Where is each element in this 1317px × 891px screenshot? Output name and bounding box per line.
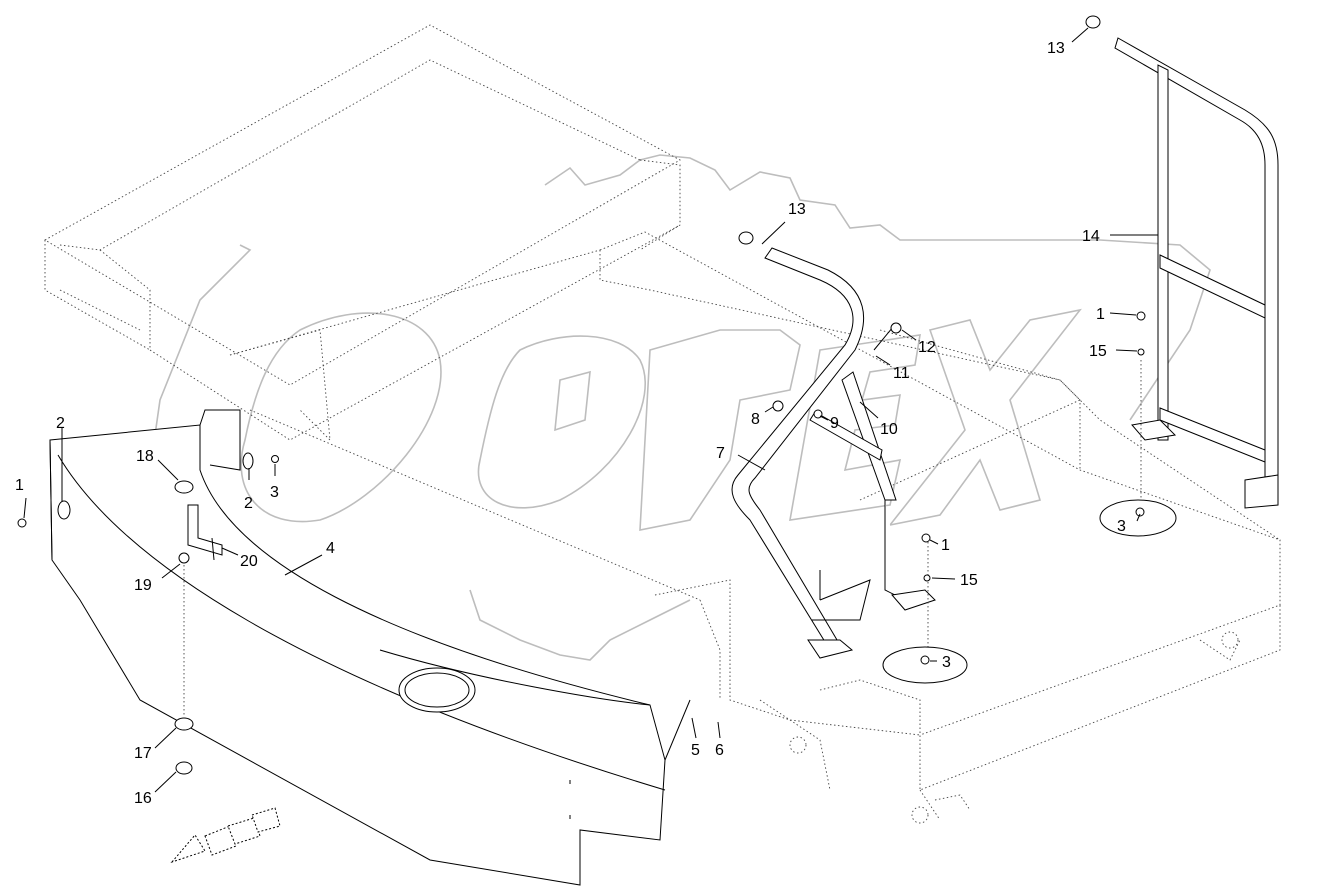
handrail-front — [731, 231, 968, 684]
ladder-rail — [1085, 15, 1279, 537]
callout-13: 13 — [1047, 40, 1065, 57]
callout-1: 1 — [941, 537, 950, 554]
callout-3: 3 — [270, 484, 279, 501]
right-frame — [229, 231, 1281, 824]
direction-arrow — [170, 807, 281, 864]
callout-10: 10 — [880, 421, 898, 438]
callout-7: 7 — [716, 445, 725, 462]
callout-19: 19 — [134, 577, 152, 594]
callout-1: 1 — [1096, 306, 1105, 323]
callout-11: 11 — [893, 365, 910, 382]
callout-8: 8 — [751, 411, 760, 428]
callout-1: 1 — [15, 477, 24, 494]
callout-13: 13 — [788, 201, 806, 218]
left-frame — [44, 24, 681, 441]
callout-6: 6 — [715, 742, 724, 759]
callout-12: 12 — [918, 339, 936, 356]
callout-2: 2 — [56, 415, 65, 432]
callout-15: 15 — [1089, 343, 1107, 360]
callout-3: 3 — [942, 654, 951, 671]
watermark-logo — [149, 154, 1211, 701]
callout-4: 4 — [326, 540, 335, 557]
callout-16: 16 — [134, 790, 152, 807]
leader-lines — [23, 27, 1158, 793]
left-fasteners — [17, 452, 279, 775]
callout-5: 5 — [691, 742, 700, 759]
callout-9: 9 — [830, 415, 839, 432]
callout-15: 15 — [960, 572, 978, 589]
callout-18: 18 — [136, 448, 154, 465]
callout-labels: 1 2 2 3 18 19 20 4 17 16 5 6 7 8 9 10 11… — [15, 40, 1126, 807]
callout-2: 2 — [244, 495, 253, 512]
cover-panel — [49, 409, 691, 886]
callout-20: 20 — [240, 553, 258, 570]
callout-17: 17 — [134, 745, 152, 762]
callout-14: 14 — [1082, 228, 1100, 245]
callout-3: 3 — [1117, 518, 1126, 535]
